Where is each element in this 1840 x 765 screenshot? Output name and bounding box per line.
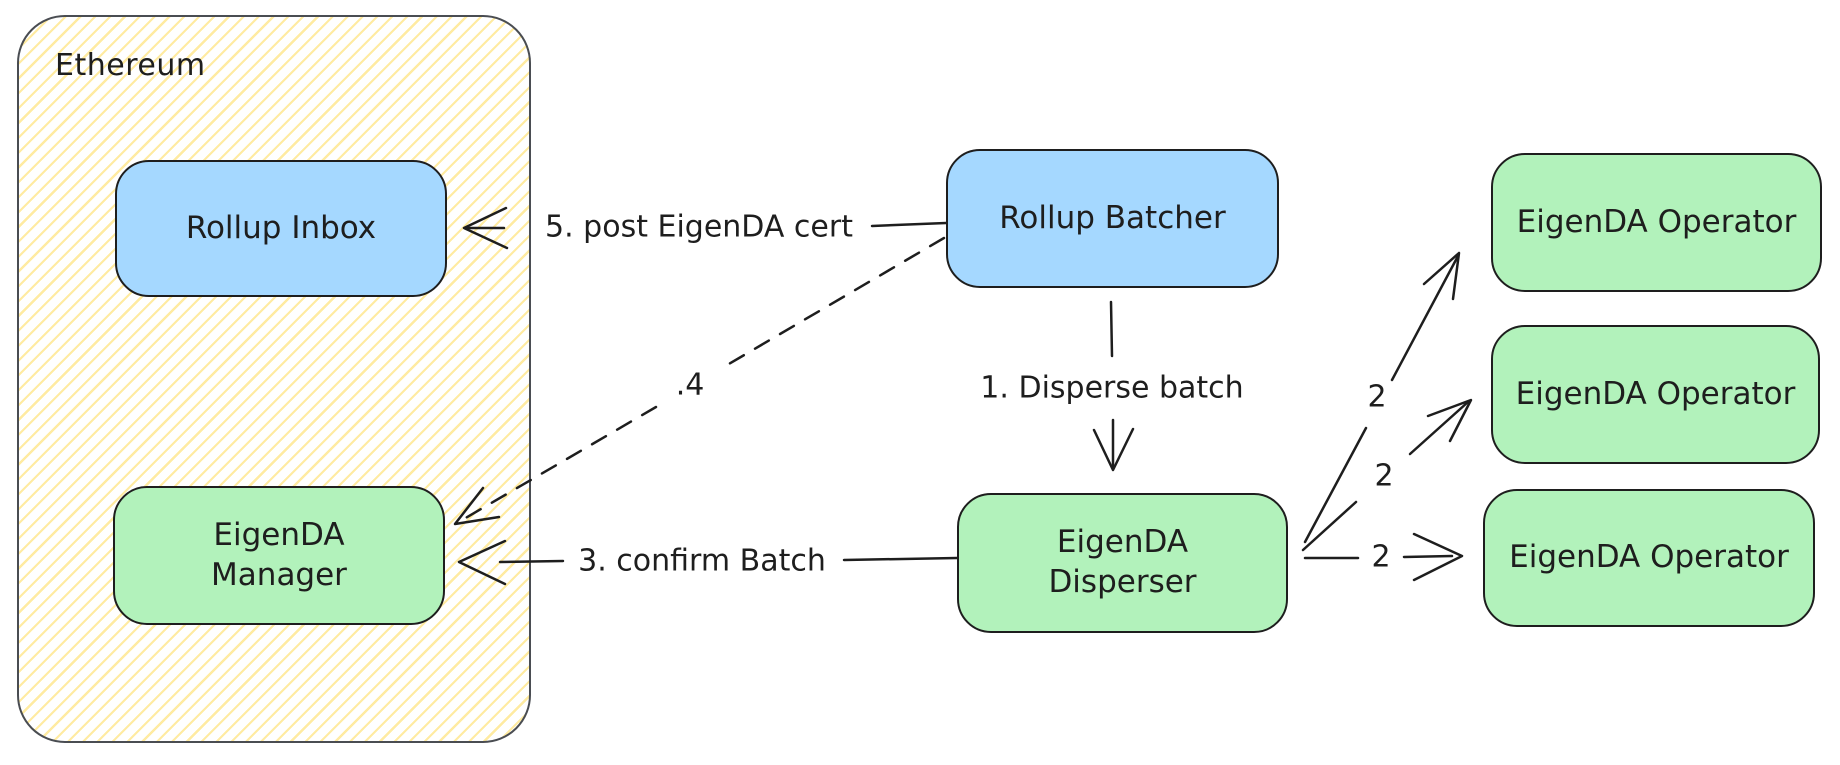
edge-label-disperse-batch: 1. Disperse batch [980,370,1244,406]
node-rollup-batcher-label: Rollup Batcher [999,199,1226,236]
node-eigenda-operator-1: EigenDA Operator [1491,153,1822,292]
node-eigenda-operator-2: EigenDA Operator [1491,325,1820,464]
node-rollup-inbox: Rollup Inbox [115,160,447,297]
edge-label-to-operator-3: 2 [1371,539,1391,575]
node-eigenda-operator-2-label: EigenDA Operator [1515,375,1796,412]
node-rollup-inbox-label: Rollup Inbox [185,209,377,246]
node-eigenda-disperser-label-line2: Disperser [1048,564,1197,600]
node-eigenda-manager-label-line2: Manager [211,556,347,593]
node-rollup-batcher: Rollup Batcher [946,149,1279,288]
node-eigenda-operator-3-label: EigenDA Operator [1509,539,1789,576]
node-eigenda-operator-1-label: EigenDA Operator [1516,203,1797,240]
node-eigenda-manager-label-line1: EigenDA [213,516,345,553]
edge-label-verify: .4 [675,367,705,403]
ethereum-container-label: Ethereum [55,48,206,83]
edge-label-to-operator-2: 2 [1374,458,1394,494]
edge-label-to-operator-1: 2 [1367,379,1387,415]
node-eigenda-manager: EigenDA Manager [113,486,445,625]
node-eigenda-disperser: EigenDA Disperser [957,493,1288,633]
edge-label-post-cert: 5. post EigenDA cert [545,209,853,245]
edge-label-confirm-batch: 3. confirm Batch [578,543,826,579]
node-eigenda-operator-3: EigenDA Operator [1483,489,1815,627]
ethereum-container [17,15,531,743]
node-eigenda-disperser-label-line1: EigenDA [1056,524,1189,561]
